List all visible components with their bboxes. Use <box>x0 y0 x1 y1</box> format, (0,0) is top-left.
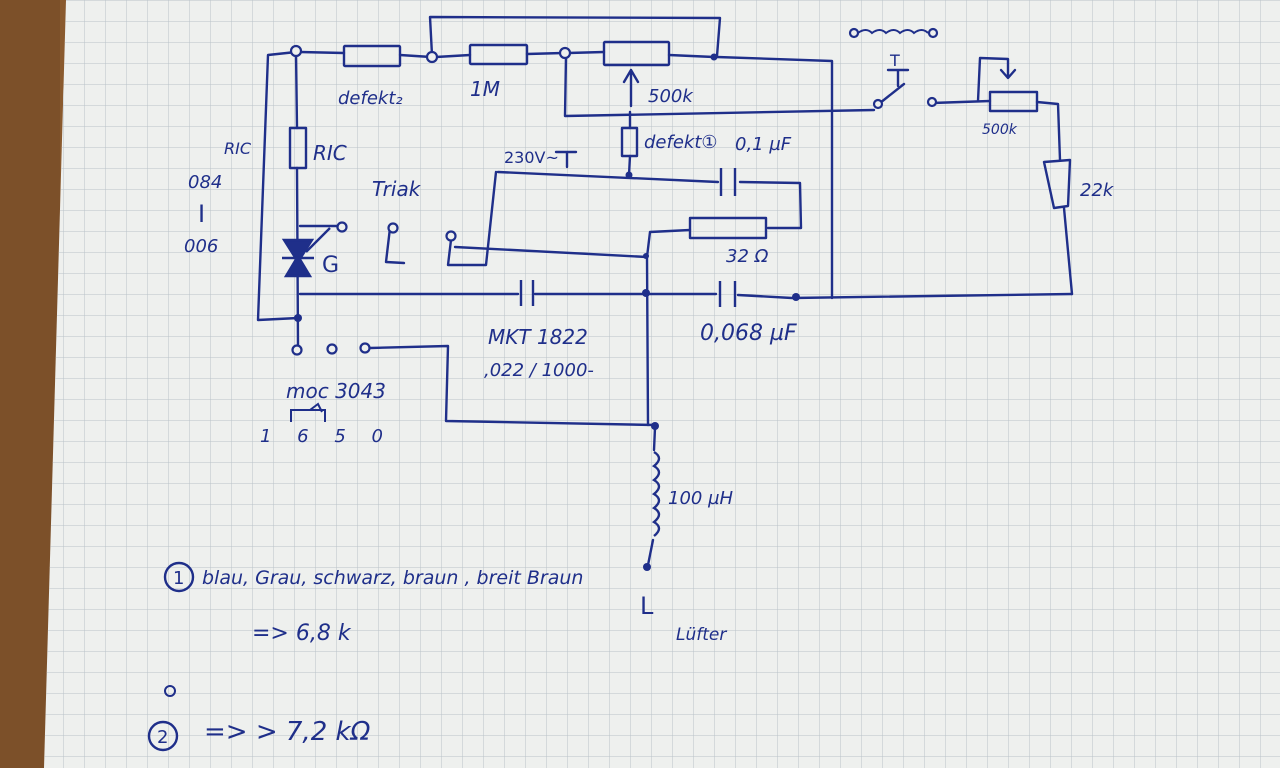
capacitor-01uf <box>719 168 737 196</box>
note2-marker: 2 <box>157 727 168 748</box>
resistor-32-ohm <box>688 216 768 240</box>
label-32-ohm: 32 Ω <box>726 246 769 267</box>
resistor-22k <box>1042 158 1072 210</box>
junction-dots <box>294 53 800 571</box>
note2-text: => > 7,2 kΩ <box>204 717 371 747</box>
note1-text: blau, Grau, schwarz, braun , breit Braun <box>202 567 583 589</box>
resistor-defekt1 <box>620 126 639 158</box>
label-ric-left: RIC <box>224 139 252 158</box>
terminals <box>289 27 939 356</box>
potentiometer-500k-top <box>602 40 671 67</box>
label-triak: Triak <box>372 177 422 201</box>
switch-spring-symbol <box>857 29 929 35</box>
label-moc-pins: 1 6 5 0 <box>260 426 393 447</box>
label-pot-500k-right: 500k <box>982 122 1018 138</box>
triac-symbol <box>281 227 331 278</box>
potentiometer-500k-right <box>988 90 1039 113</box>
circuit-wires <box>256 15 1074 567</box>
label-006: 006 <box>184 236 218 257</box>
note2-circle <box>147 720 179 752</box>
moc-pin-bracket <box>290 402 326 422</box>
label-coil-100uh: 100 µH <box>668 488 734 509</box>
paper-sheet <box>44 0 1280 768</box>
label-ric-resistor: RIC <box>313 141 347 165</box>
label-pot-500k-top: 500k <box>648 86 694 107</box>
label-defekt1: defekt① <box>644 132 718 153</box>
resistor-defekt2 <box>342 44 402 68</box>
label-mkt1822: MKT 1822 <box>488 325 588 349</box>
capacitor-0068uf <box>718 281 737 307</box>
label-mkt-rating: ,022 / 1000- <box>484 360 594 381</box>
resistor-ric <box>288 126 308 170</box>
label-gate-g: G <box>322 253 339 278</box>
label-cap-01uf: 0,1 µF <box>735 134 792 155</box>
inductor-coil <box>651 450 661 537</box>
label-22k: 22k <box>1080 180 1115 201</box>
label-cap-0068uf: 0,068 µF <box>700 321 797 346</box>
capacitor-mkt1822 <box>519 280 535 306</box>
label-luefter: Lüfter <box>676 625 727 645</box>
note1-result: => 6,8 k <box>252 621 352 646</box>
note1-circle <box>163 561 195 593</box>
label-I: I <box>198 200 205 228</box>
label-230v: 230V~ <box>504 148 559 167</box>
label-L: L <box>640 592 654 620</box>
resistor-1m <box>468 43 529 66</box>
note1-marker: 1 <box>173 568 184 589</box>
label-switch-T: T <box>889 51 900 70</box>
label-1m: 1M <box>470 77 500 101</box>
note2-star-mark <box>164 685 176 697</box>
label-084: 084 <box>188 172 222 193</box>
label-moc3043: moc 3043 <box>286 379 386 403</box>
label-defekt2: defekt₂ <box>338 88 403 109</box>
